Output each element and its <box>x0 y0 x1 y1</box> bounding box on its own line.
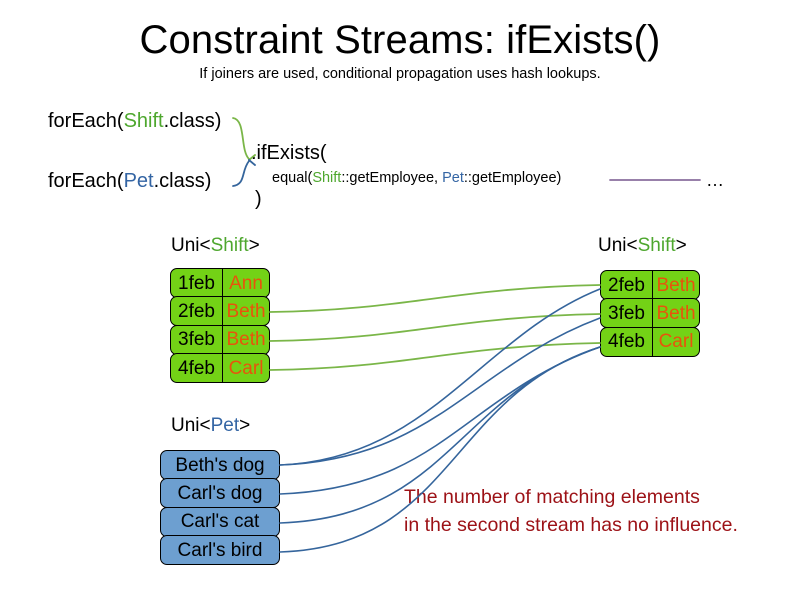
row-employee: Beth <box>656 302 696 324</box>
code-line-foreach-shift: forEach(Shift.class) <box>48 110 221 133</box>
annotation-line-2: in the second stream has no influence. <box>404 514 738 537</box>
row-label: Carl's cat <box>180 511 260 533</box>
row-date: 3feb <box>171 325 223 354</box>
code-line-ifexists: .ifExists( <box>251 142 327 164</box>
row-date: 2feb <box>601 271 653 299</box>
row-date: 3feb <box>601 299 653 328</box>
caption-left-type: Shift <box>210 235 249 256</box>
annotation-text: The number of matching elements in the s… <box>404 483 738 540</box>
code-equal-type-shift: Shift <box>312 170 342 186</box>
caption-right-suffix: > <box>675 235 687 256</box>
caption-uni-pet: Uni<Pet> <box>171 415 250 437</box>
row-employee: Beth <box>226 329 266 351</box>
code-line-foreach-pet: forEach(Pet.class) <box>48 170 211 193</box>
caption-pet-prefix: Uni< <box>171 415 211 436</box>
code-foreach-shift-suffix: .class) <box>163 110 222 132</box>
page-title: Constraint Streams: ifExists() <box>139 18 661 62</box>
ellipsis-label: … <box>706 170 724 190</box>
code-foreach-shift-type: Shift <box>123 110 164 132</box>
caption-right-uni-shift: Uni<Shift> <box>598 235 687 257</box>
row-date: 4feb <box>171 354 223 383</box>
page-subtitle: If joiners are used, conditional propaga… <box>199 66 601 82</box>
list-item[interactable]: Carl's cat <box>160 506 280 537</box>
shift-match-wires <box>269 284 601 371</box>
code-foreach-shift-prefix: forEach( <box>48 110 124 132</box>
list-item[interactable]: Carl's dog <box>160 478 280 509</box>
caption-right-type: Shift <box>637 235 676 256</box>
row-label: Beth's dog <box>175 454 265 476</box>
row-date: 4feb <box>601 327 653 356</box>
row-label: Carl's bird <box>177 539 263 561</box>
row-label: Carl's dog <box>177 482 263 504</box>
row-date: 2feb <box>171 297 223 326</box>
code-line-close-paren: ) <box>255 188 262 210</box>
code-equal-prefix: equal( <box>272 170 313 186</box>
caption-pet-type: Pet <box>210 415 240 436</box>
row-date: 1feb <box>171 269 223 297</box>
caption-pet-suffix: > <box>239 415 251 436</box>
table-row[interactable]: 1feb Ann <box>170 268 270 298</box>
code-equal-type-pet: Pet <box>442 170 464 186</box>
list-item[interactable]: Carl's bird <box>160 535 280 566</box>
row-employee: Carl <box>228 357 264 379</box>
caption-left-uni-shift: Uni<Shift> <box>171 235 260 257</box>
code-foreach-pet-suffix: .class) <box>153 170 212 192</box>
code-equal-mid: ::getEmployee, <box>341 170 443 186</box>
row-employee: Ann <box>229 272 263 294</box>
code-foreach-pet-type: Pet <box>123 170 154 192</box>
row-employee: Beth <box>656 274 696 296</box>
list-item[interactable]: Beth's dog <box>160 450 280 480</box>
caption-left-suffix: > <box>248 235 260 256</box>
caption-right-prefix: Uni< <box>598 235 638 256</box>
annotation-line-1: The number of matching elements <box>404 486 700 508</box>
code-foreach-pet-prefix: forEach( <box>48 170 124 192</box>
caption-left-prefix: Uni< <box>171 235 211 256</box>
code-line-equal-joiner: equal(Shift::getEmployee, Pet::getEmploy… <box>272 170 561 186</box>
row-employee: Carl <box>658 331 694 353</box>
code-equal-suffix: ::getEmployee) <box>463 170 562 186</box>
row-employee: Beth <box>226 300 266 322</box>
